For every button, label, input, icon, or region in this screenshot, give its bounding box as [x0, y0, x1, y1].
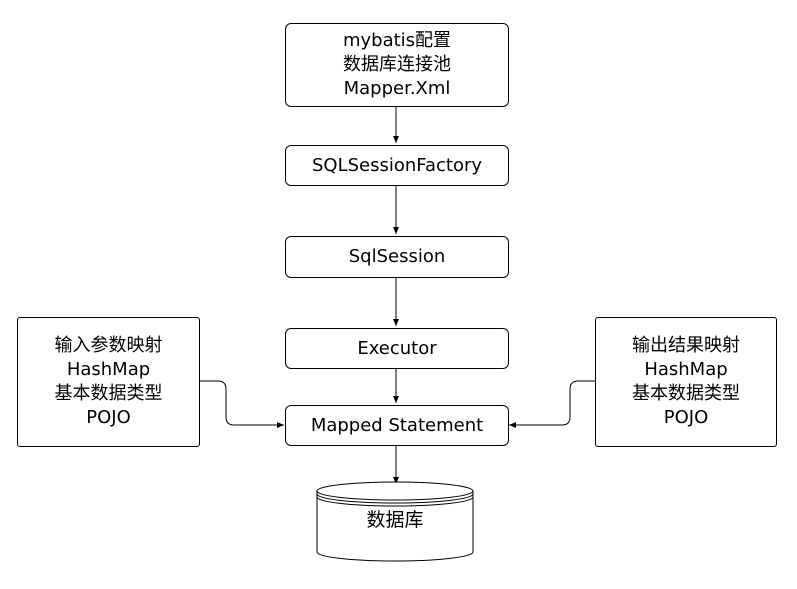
- output-line-4: POJO: [663, 407, 709, 428]
- input-line-2: HashMap: [66, 359, 151, 380]
- mybatis-config-box: mybatis配置 数据库连接池 Mapper.Xml: [285, 23, 509, 107]
- mapped-statement-box: Mapped Statement: [285, 405, 509, 446]
- input-line-3: 基本数据类型: [54, 383, 163, 404]
- config-line-1: mybatis配置: [342, 30, 452, 51]
- input-line-4: POJO: [86, 407, 131, 428]
- output-mapping-box: 输出结果映射 HashMap 基本数据类型 POJO: [595, 317, 777, 447]
- input-line-1: 输入参数映射: [54, 335, 163, 356]
- arrow-input-to-mapped: [200, 380, 284, 428]
- executor-label: Executor: [357, 337, 437, 359]
- sqlsessionfactory-box: SQLSessionFactory: [285, 145, 509, 186]
- output-line-2: HashMap: [644, 359, 728, 380]
- config-line-3: Mapper.Xml: [343, 78, 451, 99]
- factory-label: SQLSessionFactory: [311, 154, 483, 176]
- mapped-label: Mapped Statement: [310, 414, 484, 436]
- input-mapping-box: 输入参数映射 HashMap 基本数据类型 POJO: [17, 317, 200, 447]
- sqlsession-box: SqlSession: [285, 236, 509, 278]
- executor-box: Executor: [285, 328, 509, 369]
- database-label: 数据库: [366, 509, 424, 531]
- database-cylinder-icon: [316, 481, 474, 562]
- config-line-2: 数据库连接池: [343, 54, 451, 75]
- output-line-1: 输出结果映射: [632, 335, 740, 356]
- output-line-3: 基本数据类型: [632, 383, 740, 404]
- session-label: SqlSession: [348, 246, 446, 267]
- arrow-output-to-mapped: [509, 380, 595, 428]
